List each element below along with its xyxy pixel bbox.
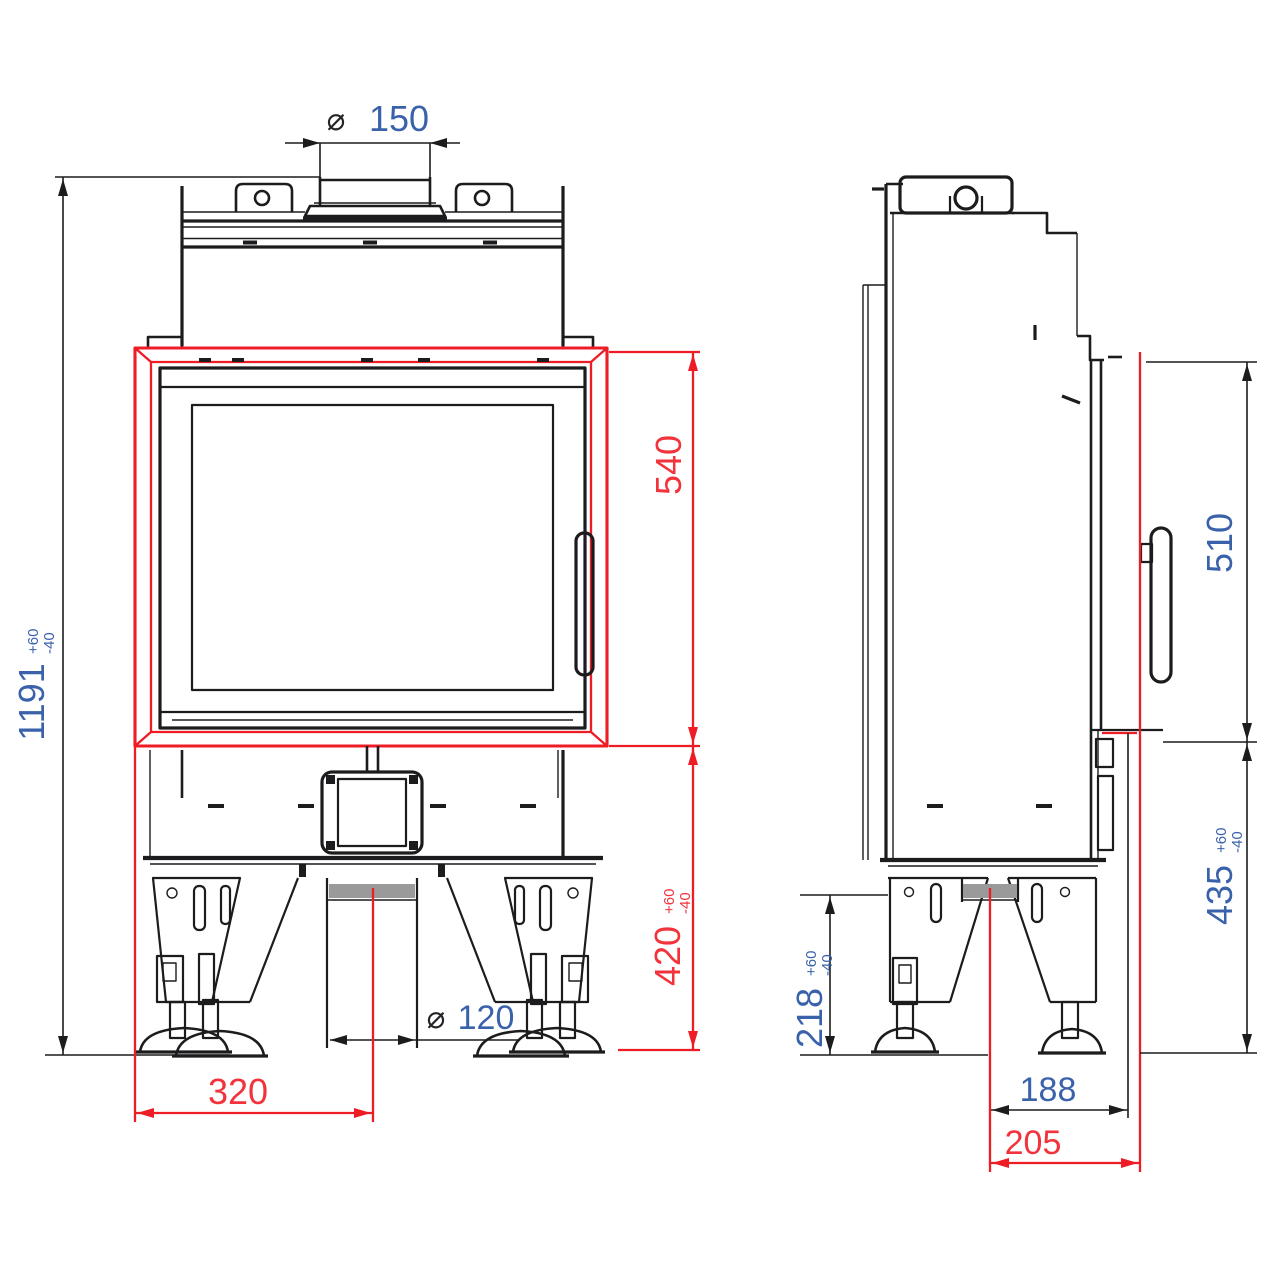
- dim-total-height: 1191 +60 -40: [11, 176, 320, 1056]
- dim-duct-offset: 320: [133, 746, 375, 1122]
- flue-collar: [303, 177, 447, 220]
- door-frame: [158, 358, 595, 730]
- depth-188-value: 188: [1020, 1071, 1077, 1109]
- leg-height-tol-plus: +60: [803, 951, 820, 976]
- foot-base: [873, 1026, 937, 1054]
- foot-stem: [558, 1000, 577, 1040]
- side-bracket-bolt: [953, 185, 979, 211]
- foot-stem: [525, 998, 544, 1040]
- leg-height-value: 218: [789, 988, 830, 1048]
- duct-diameter-value: 120: [458, 999, 515, 1037]
- flue-diameter-value: 150: [369, 98, 429, 139]
- mounting-bracket-left: [234, 182, 294, 212]
- dim-duct-diameter: ⌀ 120: [330, 999, 520, 1045]
- foot-base: [174, 1029, 266, 1058]
- leg-height-tol-minus: -40: [819, 954, 836, 976]
- door-latch: [1094, 737, 1115, 769]
- lower-height-value: 435: [1199, 865, 1240, 925]
- door-height-value: 510: [1199, 513, 1240, 573]
- base-height-tol-plus: +60: [661, 889, 678, 914]
- dim-flue-diameter: ⌀ 150: [285, 98, 460, 177]
- side-red-frame-line: [1102, 352, 1142, 1172]
- side-body: [862, 175, 1163, 867]
- dim-firebox-height: 540: [609, 350, 700, 748]
- duct-diameter-symbol: ⌀: [427, 1000, 446, 1035]
- total-height-tol-plus: +60: [25, 629, 42, 654]
- leg-right-group: [445, 876, 605, 1058]
- side-legs: [871, 876, 1106, 1055]
- duct-offset-value: 320: [208, 1071, 268, 1112]
- total-height-tol-minus: -40: [41, 632, 58, 654]
- lower-panel: [143, 746, 603, 877]
- door-hinge: [1096, 774, 1115, 852]
- dim-base-height: 420 +60 -40: [618, 746, 700, 1052]
- foot-stem: [201, 998, 220, 1040]
- dim-depth-205: 205: [988, 888, 1140, 1172]
- door-handle: [574, 531, 595, 677]
- dim-door-height: 510: [1146, 361, 1257, 743]
- connection-box: [320, 770, 424, 855]
- front-view: ⌀ 150 1191 +60 -40 540: [11, 98, 700, 1122]
- side-view: 510 435 +60 -40 218 +60 -40: [789, 175, 1257, 1172]
- firebox-height-value: 540: [648, 435, 689, 495]
- depth-205-value: 205: [1005, 1124, 1062, 1162]
- dim-leg-height: 218 +60 -40: [789, 894, 988, 1056]
- leg-left-group: [136, 876, 300, 1058]
- foot-stem: [168, 1000, 187, 1040]
- flue-diameter-symbol: ⌀: [327, 102, 346, 137]
- foot-stem: [895, 1000, 915, 1040]
- lower-height-tol-minus: -40: [1229, 831, 1246, 853]
- bracket-hole-left: [253, 189, 271, 207]
- foot-base: [1040, 1027, 1104, 1055]
- foot-stem: [1060, 1000, 1080, 1040]
- base-height-value: 420: [647, 926, 688, 986]
- lower-height-tol-plus: +60: [1213, 828, 1230, 853]
- base-height-tol-minus: -40: [677, 892, 694, 914]
- foot-base: [475, 1029, 567, 1058]
- top-heat-shield: [146, 182, 595, 350]
- door-glass: [190, 403, 555, 692]
- dim-lower-height: 435 +60 -40: [1140, 742, 1257, 1054]
- total-height-value: 1191: [11, 663, 52, 740]
- foot-base: [138, 1026, 230, 1054]
- bracket-hole-right: [473, 189, 491, 207]
- mounting-bracket-right: [454, 182, 514, 212]
- dim-depth-188: 188: [990, 733, 1129, 1118]
